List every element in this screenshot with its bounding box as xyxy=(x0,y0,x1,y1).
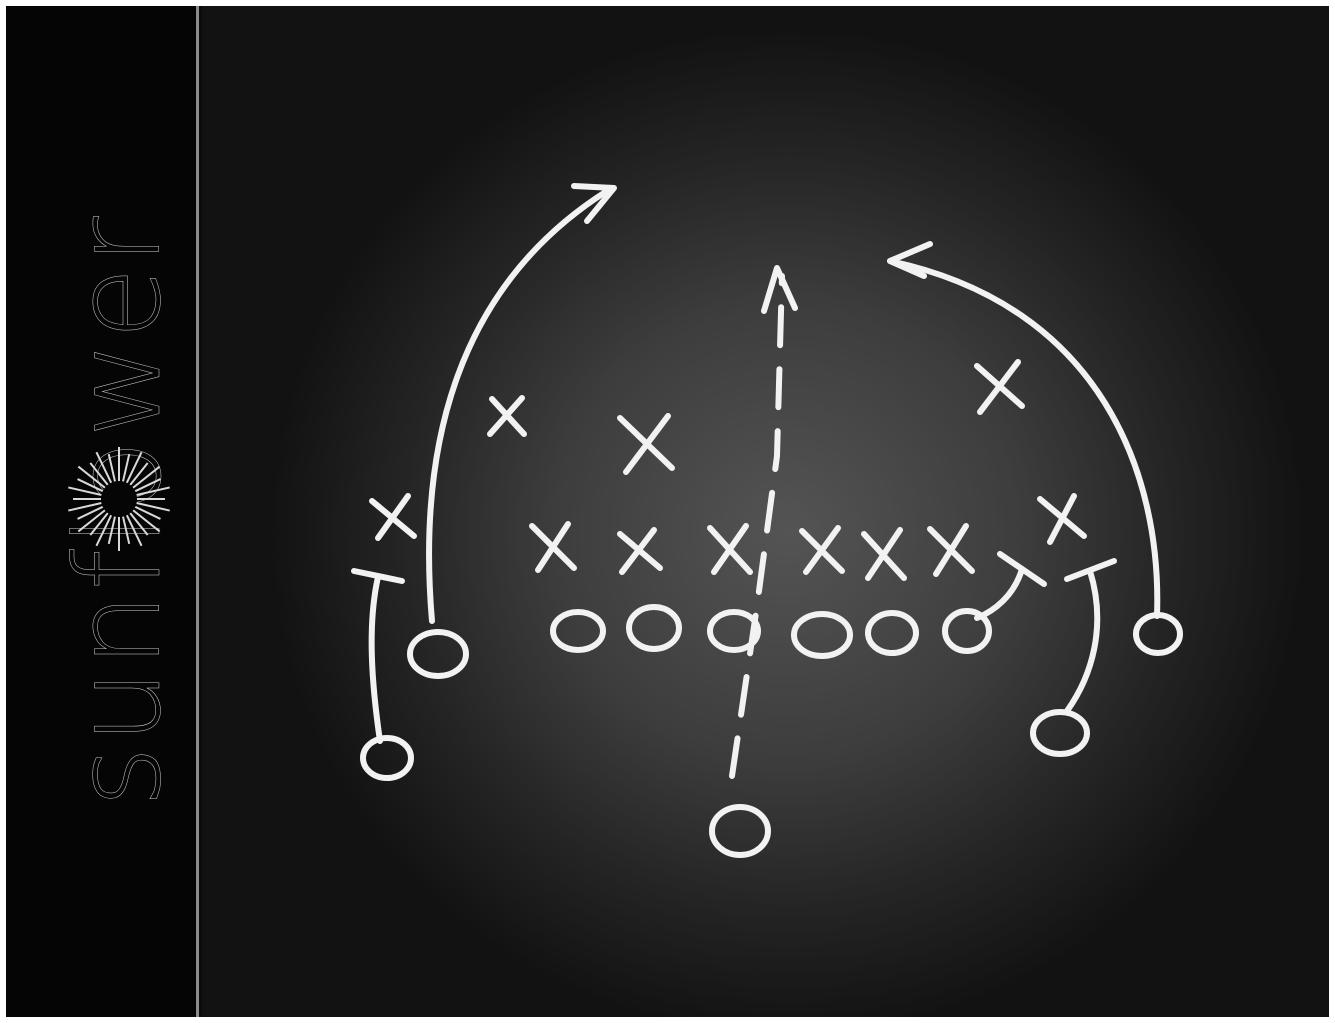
play-diagram xyxy=(202,6,1329,1017)
defense-x-marks xyxy=(372,362,1084,578)
chalkboard-image: sunflower xyxy=(6,6,1329,1017)
route-right-arrow xyxy=(890,261,1157,616)
arrowhead-center xyxy=(764,268,795,311)
arrowhead-left xyxy=(574,186,614,221)
sidebar-divider xyxy=(196,6,199,1017)
sunflower-icon xyxy=(64,444,174,554)
route-center-dashed xyxy=(732,276,782,776)
offense-o-marks xyxy=(363,607,1180,855)
